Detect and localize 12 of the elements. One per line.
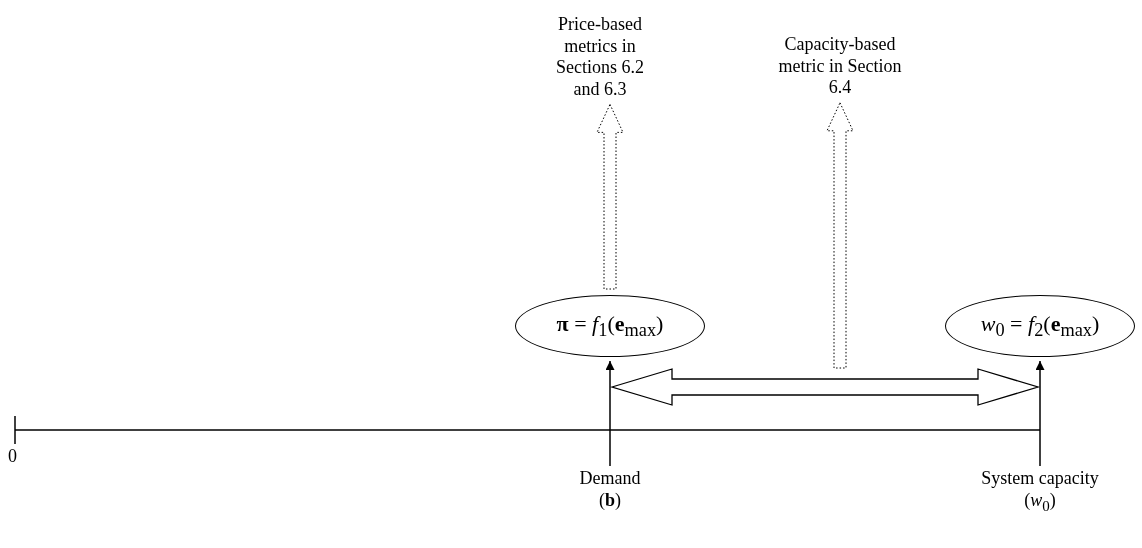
text-label: Demand (b) — [570, 468, 650, 512]
formula-text: w$_{0}$ = f$_{2}$(e$_{max}$) — [980, 310, 1100, 342]
dotted-block-arrow — [596, 103, 624, 290]
text-label: System capacity (w$_{0}$) — [975, 468, 1105, 515]
formula-text: π = f$_{1}$(e$_{max}$) — [556, 310, 664, 342]
axis-label: 0 — [8, 446, 17, 467]
dotted-block-arrow — [826, 102, 854, 369]
arrow — [605, 360, 615, 467]
double-block-arrow — [609, 368, 1041, 406]
arrow — [1035, 360, 1045, 467]
text-label: Price-based metrics in Sections 6.2 and 6.3 — [550, 14, 650, 101]
text-label: Capacity-based metric in Section 6.4 — [775, 34, 905, 99]
